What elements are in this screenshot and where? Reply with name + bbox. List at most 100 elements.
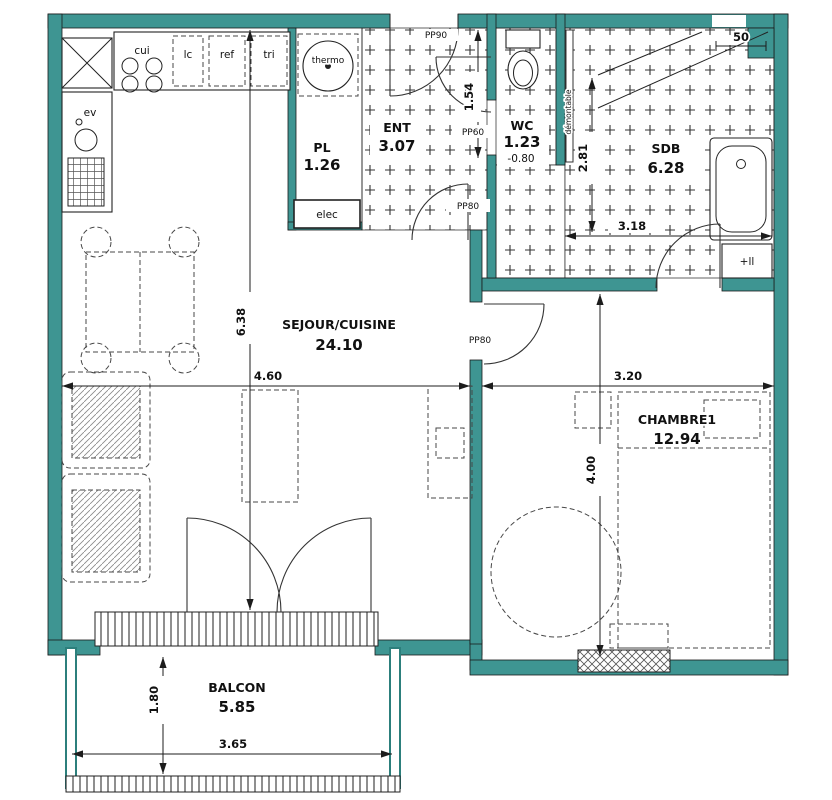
bed xyxy=(574,391,771,649)
label-balcon-area: 5.85 xyxy=(218,698,255,716)
wall-wc-east xyxy=(555,13,566,166)
chair xyxy=(80,226,112,258)
pillow xyxy=(703,399,761,439)
wall-left xyxy=(47,13,63,656)
elec-box xyxy=(293,199,361,229)
shower-line-1 xyxy=(597,31,769,109)
toilet xyxy=(505,29,541,90)
doors xyxy=(186,27,721,613)
wall-sdb-bottom-right xyxy=(721,277,775,292)
wall-right xyxy=(773,13,789,676)
label-chambre-name: CHAMBRE1 xyxy=(638,412,716,427)
door-chambre xyxy=(483,303,545,365)
furniture xyxy=(61,226,771,649)
fridge-outline xyxy=(208,35,246,87)
label-thermo: thermo xyxy=(312,56,345,66)
balcony-rail-right xyxy=(389,647,401,789)
trash-outline xyxy=(250,35,288,87)
kitchen-counter: cui lc ref tri xyxy=(113,31,291,93)
wall-sejour-chambre-upper xyxy=(469,229,483,303)
sink-unit: ev xyxy=(61,91,113,213)
dim-label-top-right: 50 xyxy=(733,30,749,44)
tile-area-corridor xyxy=(495,164,566,279)
chair xyxy=(168,342,200,374)
door-label-wc: PP60 xyxy=(462,128,485,138)
toilet-bowl xyxy=(507,50,539,90)
door-sdb xyxy=(655,223,721,289)
duct-cross xyxy=(61,37,113,89)
dining-set xyxy=(80,226,200,374)
door-label-ent-sejour: PP80 xyxy=(457,202,480,212)
wall-sejour-chambre-lower xyxy=(469,359,483,645)
dim-labels: 4.60 3.20 6.38 4.00 1.54 2.81 3.18 1.80 … xyxy=(145,28,751,753)
label-elec: elec xyxy=(316,209,338,221)
label-sejour-area: 24.10 xyxy=(315,336,362,354)
console-unit xyxy=(427,385,473,499)
label-pl-area: 1.26 xyxy=(303,156,340,174)
sofa-bottom xyxy=(61,473,151,583)
label-pl-name: PL xyxy=(313,140,330,155)
label-wc-level: -0.80 xyxy=(507,153,534,165)
washer-box xyxy=(721,243,773,279)
bed-outline xyxy=(617,391,771,649)
balcony-railing xyxy=(65,647,401,793)
bathtub-drain xyxy=(736,159,746,169)
dim-label-chambre-height: 4.00 xyxy=(584,456,598,484)
balcony-rail-left xyxy=(65,647,77,789)
toilet-seat xyxy=(513,59,533,87)
label-sejour-name: SEJOUR/CUISINE xyxy=(282,317,396,332)
dim-balcon-width xyxy=(72,750,392,758)
bathtub-outer xyxy=(709,137,773,241)
duct-box xyxy=(61,37,113,89)
balcony-rail-bottom xyxy=(65,775,401,793)
sink-drainer xyxy=(67,157,105,207)
washing-machine: +ll xyxy=(721,243,773,279)
thermo-center xyxy=(325,63,331,69)
toilet-tank xyxy=(505,29,541,49)
door-labels: PP90 PP60 PP80 PP80 xyxy=(423,29,493,348)
label-balcon-name: BALCON xyxy=(208,680,265,695)
label-tri: tri xyxy=(263,49,274,61)
dim-label-balcon-height: 1.80 xyxy=(147,686,161,714)
room-labels: PL 1.26 ENT 3.07 WC 1.23 -0.80 SDB 6.28 … xyxy=(207,116,718,718)
label-ent-area: 3.07 xyxy=(378,137,415,155)
label-cui: cui xyxy=(134,45,149,57)
door-label-chambre: PP80 xyxy=(469,336,492,346)
bay-window-sill xyxy=(94,611,379,647)
dim-sejour-width xyxy=(62,382,470,390)
nightstand xyxy=(574,391,612,429)
dim-label-chambre-width: 3.20 xyxy=(614,369,642,383)
dim-label-sdb-height: 2.81 xyxy=(576,144,590,172)
shower-line-2 xyxy=(597,31,703,76)
door-balcony-left xyxy=(186,517,282,613)
water-heater: thermo xyxy=(297,33,359,97)
dim-label-sdb-width: 3.18 xyxy=(618,219,646,233)
label-ref: ref xyxy=(220,49,235,61)
hob xyxy=(121,57,163,93)
wall-stub-top-right xyxy=(747,27,775,59)
label-ent-name: ENT xyxy=(383,120,411,135)
round-rug xyxy=(490,506,622,638)
label-backings xyxy=(150,29,698,724)
dim-label-sejour-width: 4.60 xyxy=(254,369,282,383)
electrical-panel: elec xyxy=(293,199,361,229)
sink-tap xyxy=(75,118,83,126)
shower-lines xyxy=(597,31,769,109)
wall-gap-50 xyxy=(712,15,746,27)
sofa-top xyxy=(61,371,151,469)
label-chambre-area: 12.94 xyxy=(653,430,700,448)
door-balcony-right xyxy=(276,517,372,613)
label-wc-name: WC xyxy=(511,118,534,133)
bathtub-inner xyxy=(715,145,767,233)
dim-chambre-width xyxy=(482,382,774,390)
dim-label-balcon-width: 3.65 xyxy=(219,737,247,751)
label-sdb-area: 6.28 xyxy=(647,159,684,177)
radiator xyxy=(577,649,671,673)
label-ll: +ll xyxy=(740,256,755,268)
bathtub xyxy=(709,137,773,241)
wall-top-left xyxy=(47,13,391,29)
dim-label-sejour-height: 6.38 xyxy=(234,308,248,336)
dim-label-wc-height: 1.54 xyxy=(462,83,476,111)
